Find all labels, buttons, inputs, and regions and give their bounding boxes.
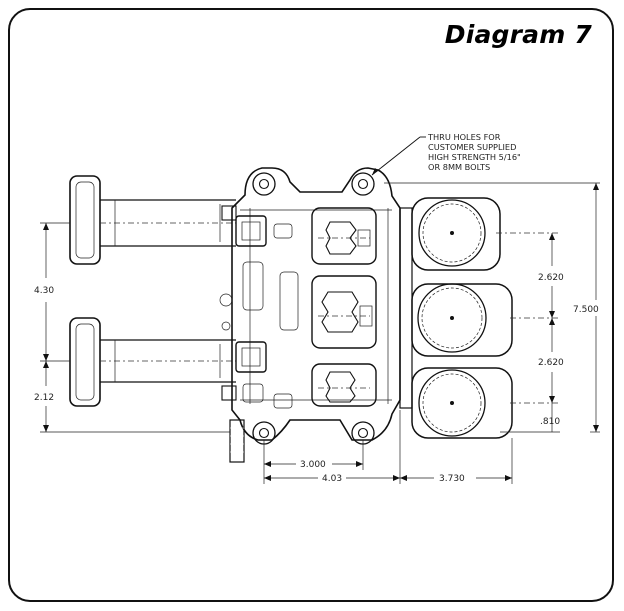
callout-line-1: THRU HOLES FOR — [427, 132, 501, 142]
dim-3-000: 3.000 — [300, 460, 326, 470]
dimension-bottom — [263, 410, 513, 484]
bolt-hole-top-left — [252, 172, 276, 196]
master-cylinders — [311, 207, 377, 407]
callout-line-2: CUSTOMER SUPPLIED — [428, 142, 516, 152]
mounting-plate — [219, 167, 401, 463]
reservoirs — [399, 197, 560, 439]
dim-3-730: 3.730 — [439, 474, 465, 484]
diagram-title: Diagram 7 — [444, 20, 592, 49]
dim-7-500: 7.500 — [573, 305, 599, 315]
dim-2-620-upper: 2.620 — [538, 273, 564, 283]
dim-2-12: 2.12 — [34, 393, 54, 403]
dim-4-30: 4.30 — [34, 286, 54, 296]
callout-line-4: OR 8MM BOLTS — [428, 162, 490, 172]
pedal-arms — [69, 175, 236, 407]
diagram-frame — [8, 8, 614, 602]
dim-4-03: 4.03 — [322, 474, 342, 484]
dim-2-620-lower: 2.620 — [538, 358, 564, 368]
reservoir-cap-middle — [417, 283, 487, 353]
callout-leader — [371, 136, 426, 176]
dim-810: .810 — [540, 417, 560, 427]
dimension-left — [40, 222, 230, 433]
reservoir-cap-bottom — [418, 369, 486, 437]
dimension-right — [384, 182, 600, 433]
callout-line-3: HIGH STRENGTH 5/16" — [428, 152, 521, 162]
bolt-hole-top-right — [351, 172, 375, 196]
reservoir-cap-top — [418, 199, 486, 267]
